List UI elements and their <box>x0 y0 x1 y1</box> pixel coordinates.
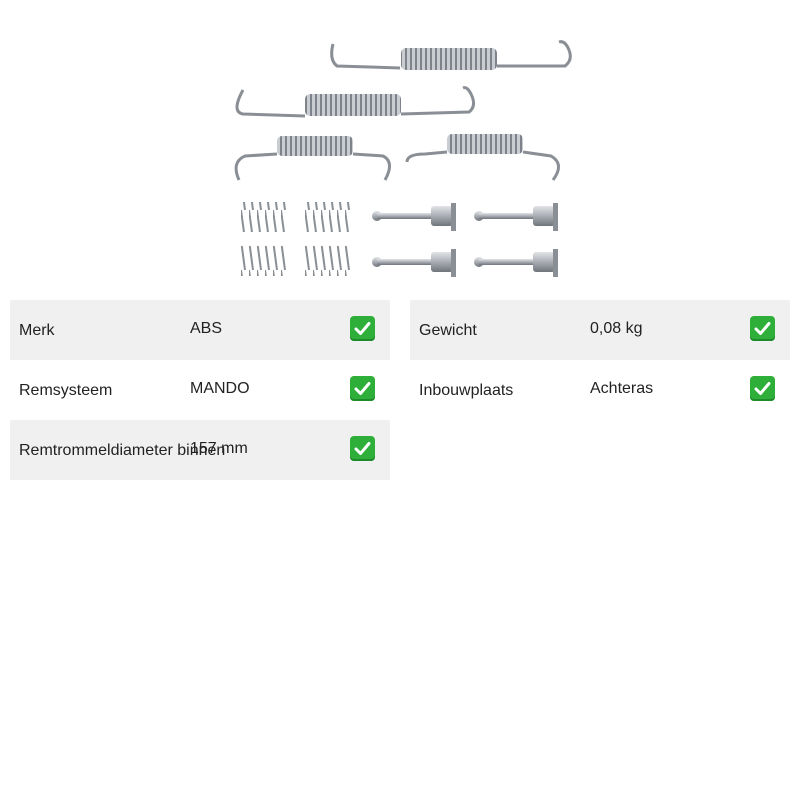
medium-spring-2 <box>405 134 560 181</box>
spec-table-left: Merk ABS Remsysteem MANDO Remtrommeldiam… <box>10 300 390 480</box>
spec-value: MANDO <box>190 380 250 397</box>
check-icon <box>750 376 775 401</box>
spec-value: 157 mm <box>190 440 248 457</box>
check-icon <box>350 376 375 401</box>
spec-row-remsysteem: Remsysteem MANDO <box>10 360 390 420</box>
spec-row-merk: Merk ABS <box>10 300 390 360</box>
check-icon <box>350 316 375 341</box>
spec-label: Inbouwplaats <box>419 382 514 399</box>
hold-down-pins <box>372 203 558 277</box>
spec-label: Merk <box>19 322 55 339</box>
long-spring-1 <box>330 40 572 70</box>
spec-value: Achteras <box>590 380 654 397</box>
brake-spring-kit-image <box>234 40 572 277</box>
spec-row-inbouwplaats: Inbouwplaats Achteras <box>410 360 790 420</box>
small-coil-springs <box>239 202 353 276</box>
spec-label: Gewicht <box>419 322 477 339</box>
medium-spring-1 <box>234 136 391 181</box>
check-icon <box>750 316 775 341</box>
spec-label: Remtrommeldiameter binnen <box>19 442 226 459</box>
spec-table-right: Gewicht 0,08 kg Inbouwplaats Achteras <box>410 300 790 420</box>
spec-value: ABS <box>190 320 223 337</box>
check-icon <box>350 436 375 461</box>
spec-row-gewicht: Gewicht 0,08 kg <box>410 300 790 360</box>
product-image <box>225 30 575 285</box>
long-spring-2 <box>235 86 476 118</box>
spec-row-remtrommeldiameter: Remtrommeldiameter binnen 157 mm <box>10 420 390 480</box>
spec-value: 0,08 kg <box>590 320 643 337</box>
spec-label: Remsysteem <box>19 382 113 399</box>
